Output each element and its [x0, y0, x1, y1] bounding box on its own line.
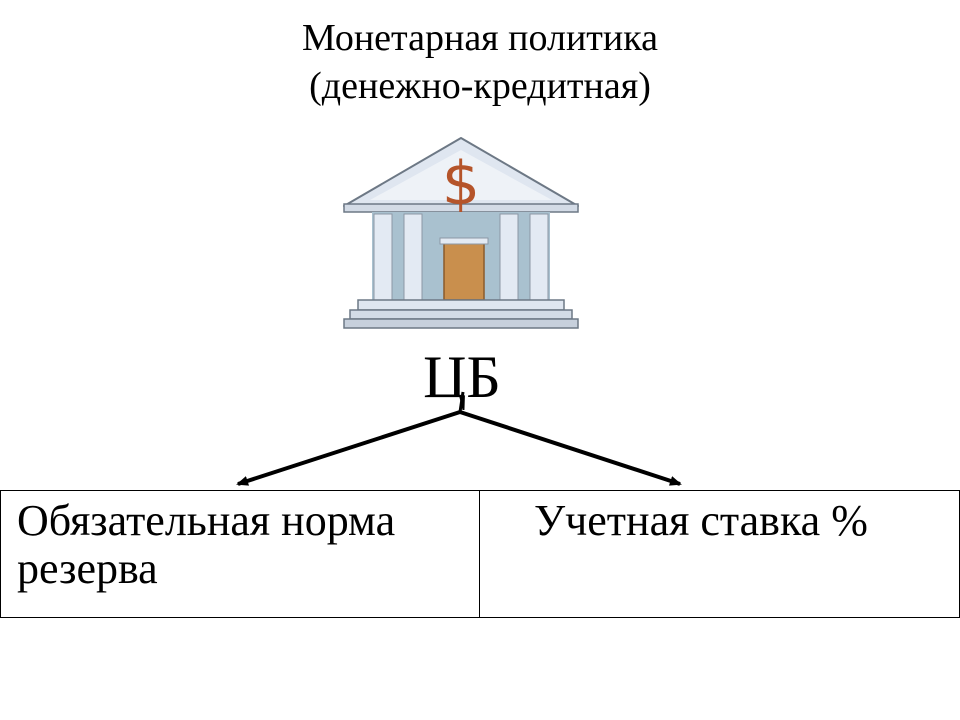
arrow-left [236, 410, 461, 486]
bank-step [357, 299, 565, 311]
bank-building-icon: $ [343, 137, 579, 329]
bank-step [343, 318, 579, 329]
reserve-requirement-cell: Обязательная норма резерва [1, 491, 480, 617]
title-line-2: (денежно-кредитная) [309, 65, 651, 107]
tools-table: Обязательная норма резерва Учетная ставк… [0, 490, 960, 618]
bank-column [403, 213, 423, 301]
slide-title: Монетарная политика (денежно-кредитная) [0, 14, 960, 110]
arrow-right [459, 410, 682, 486]
central-bank-label: ЦБ [423, 344, 501, 410]
bank-roof-inner [370, 150, 552, 200]
bank-door-lintel [439, 237, 489, 245]
bank-column [373, 213, 393, 301]
title-line-1: Монетарная политика [302, 17, 658, 59]
dollar-sign-icon: $ [442, 149, 480, 219]
bank-door [443, 241, 485, 301]
discount-rate-cell: Учетная ставка % [534, 496, 868, 545]
bank-column [499, 213, 519, 301]
bank-column [529, 213, 549, 301]
bank-step [349, 309, 573, 320]
